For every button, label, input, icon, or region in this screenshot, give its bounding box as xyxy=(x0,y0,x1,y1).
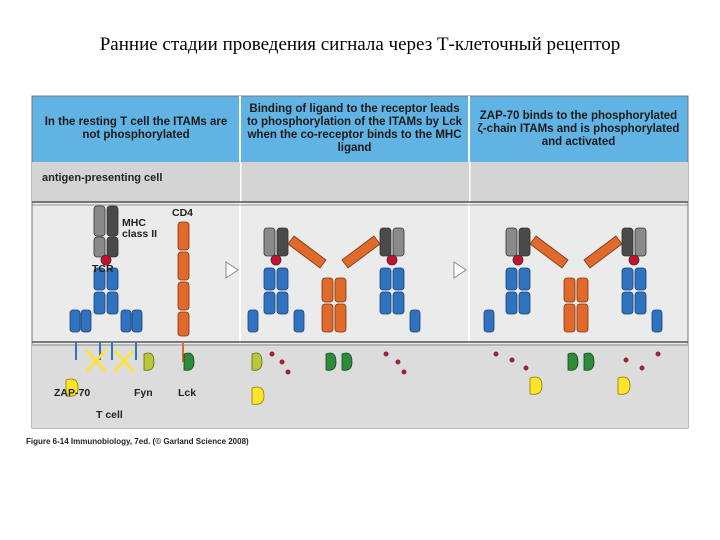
slide-title: Ранние стадии проведения сигнала через Т… xyxy=(99,34,621,55)
panel-header-binding: Binding of ligand to the receptor leads … xyxy=(240,96,469,162)
mhc-label: MHC class II xyxy=(122,217,158,240)
panel-header-resting: In the resting T cell the ITAMs are not … xyxy=(32,96,240,162)
panel2-molecules xyxy=(247,227,421,405)
tcell-membrane xyxy=(32,341,688,428)
panel1-molecules xyxy=(65,205,195,397)
tcr-label: TCR xyxy=(92,263,114,275)
arrow-icon xyxy=(453,261,467,279)
figure-caption: Figure 6-14 Immunobiology, 7ed. (© Garla… xyxy=(26,437,249,446)
panel3-molecules xyxy=(483,227,663,395)
lck-label: Lck xyxy=(178,387,197,399)
cd4-label: CD4 xyxy=(172,207,194,219)
apc-membrane xyxy=(32,162,688,206)
membranes-and-molecules xyxy=(31,95,689,429)
arrow-icon xyxy=(225,261,239,279)
panel-header-zap70: ZAP-70 binds to the phosphorylated ζ-cha… xyxy=(469,96,688,162)
fyn-label: Fyn xyxy=(134,387,153,399)
tcr-signaling-figure: In the resting T cell the ITAMs are not … xyxy=(26,92,695,436)
tcell-label: T cell xyxy=(96,409,123,421)
apc-label: antigen-presenting cell xyxy=(42,172,163,184)
zap70-label: ZAP-70 xyxy=(54,387,91,399)
